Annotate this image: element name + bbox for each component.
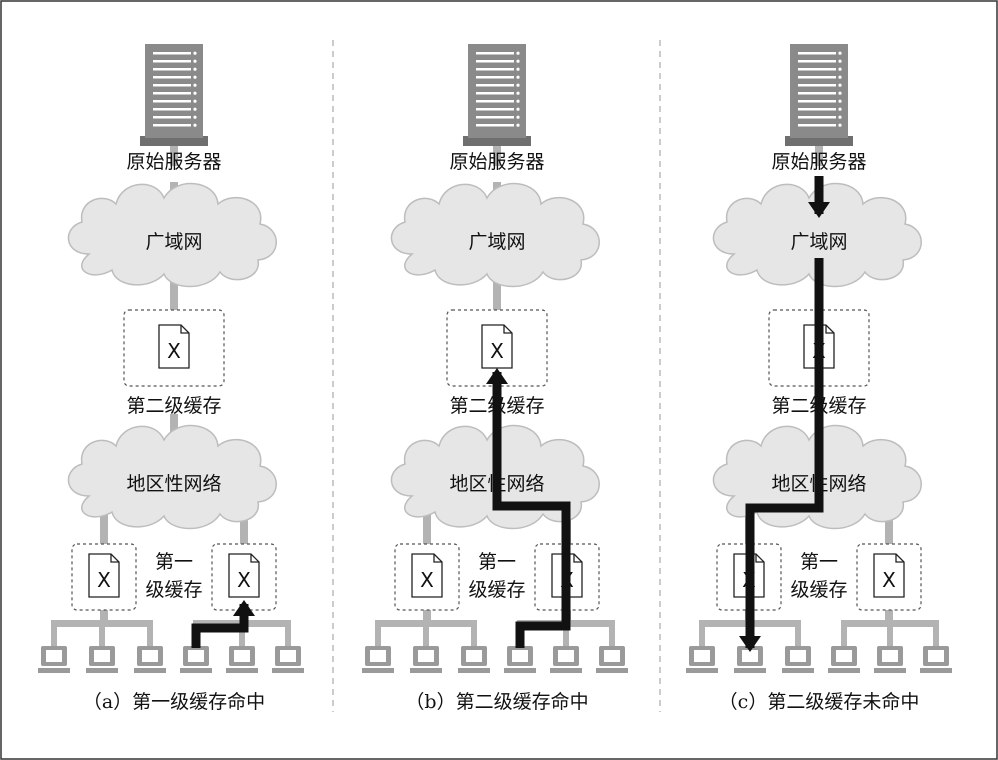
file-mark-label: X (490, 339, 504, 363)
client-pc-icon (874, 646, 906, 673)
client-pc-icon (226, 646, 258, 673)
wan-label: 广域网 (790, 231, 847, 253)
origin-server-label: 原始服务器 (126, 151, 221, 173)
l1-cache-label-line1: 第一 (155, 551, 193, 573)
l1-cache-label-line2: 级缓存 (790, 579, 847, 601)
panel-caption: （a）第一级缓存命中 (83, 691, 265, 713)
l2-cache-box: X (123, 309, 225, 387)
l1-cached-file-icon: X (88, 553, 120, 598)
client-pc-icon (828, 646, 860, 673)
client-pc-icon (180, 646, 212, 673)
origin-server-label: 原始服务器 (771, 151, 866, 173)
l1-cached-file-icon: X (411, 553, 443, 598)
client-pc-icon (134, 646, 166, 673)
client-pc-icon (504, 646, 536, 673)
request-path-arrow-b (486, 368, 571, 648)
file-mark-label: X (420, 568, 434, 592)
client-pc-icon (362, 646, 394, 673)
l1-cached-file-icon: X (228, 553, 260, 598)
l1-cache-label-line2: 级缓存 (145, 579, 202, 601)
origin-server-label: 原始服务器 (449, 151, 544, 173)
panel-caption: （c）第二级缓存未命中 (719, 691, 920, 713)
l1-cache-box: X (71, 543, 137, 611)
client-pc-icon (38, 646, 70, 673)
client-pc-icon (86, 646, 118, 673)
regional-network-label: 地区性网络 (126, 473, 221, 495)
l1-cached-file-icon: X (873, 553, 905, 598)
l2-cached-file-icon: X (481, 324, 513, 369)
l1-cache-label-line1: 第一 (800, 551, 838, 573)
l1-cache-label-line1: 第一 (478, 551, 516, 573)
client-pc-icon (686, 646, 718, 673)
file-mark-label: X (167, 339, 181, 363)
file-mark-label: X (882, 568, 896, 592)
l1-cache-box: X (211, 543, 277, 611)
wan-label: 广域网 (468, 231, 525, 253)
client-pc-icon (596, 646, 628, 673)
l2-cached-file-icon: X (158, 324, 190, 369)
l1-cache-label-line2: 级缓存 (468, 579, 525, 601)
origin-server-icon (140, 44, 208, 146)
l2-cache-label: 第二级缓存 (126, 395, 221, 417)
client-pc-icon (410, 646, 442, 673)
wan-label: 广域网 (145, 231, 202, 253)
file-mark-label: X (237, 568, 251, 592)
panel-caption: （b）第二级缓存命中 (405, 691, 588, 713)
request-path-arrow-c (739, 258, 824, 652)
file-mark-label: X (97, 568, 111, 592)
request-path-arrow-a (191, 600, 255, 648)
l1-cache-box: X (856, 543, 922, 611)
client-pc-icon (920, 646, 952, 673)
request-path-arrow-c-top (808, 176, 830, 218)
origin-server-icon (785, 44, 853, 146)
origin-server-icon (463, 44, 531, 146)
client-pc-icon (458, 646, 490, 673)
l1-cache-box: X (394, 543, 460, 611)
client-pc-icon (550, 646, 582, 673)
client-pc-icon (272, 646, 304, 673)
l2-cache-box: X (446, 309, 548, 387)
client-pc-icon (782, 646, 814, 673)
